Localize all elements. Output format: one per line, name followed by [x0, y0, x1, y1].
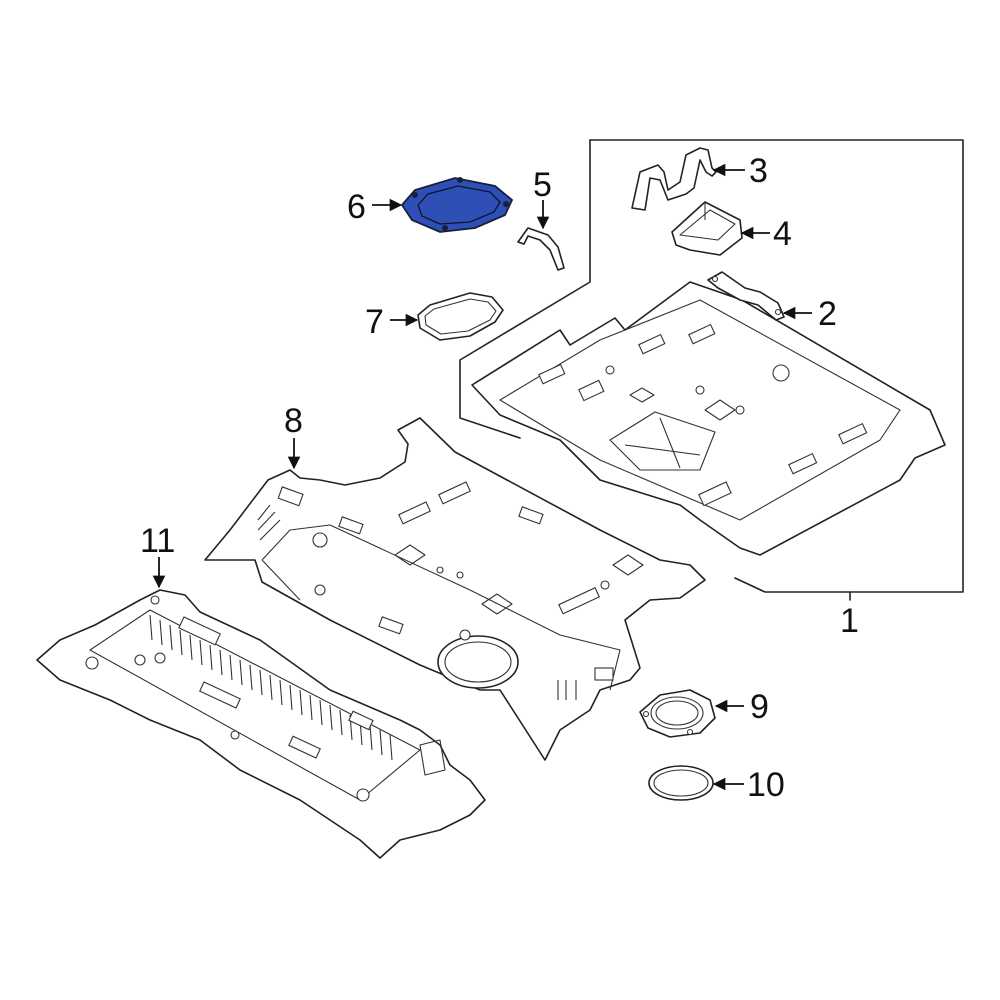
callout-7: 7	[365, 303, 384, 341]
callout-3: 3	[749, 152, 768, 190]
leader-lines	[152, 163, 812, 791]
part-1-group-frame	[459, 139, 964, 601]
part-5-bracket[interactable]	[517, 227, 565, 271]
callout-6: 6	[347, 188, 366, 226]
callout-9: 9	[750, 688, 769, 726]
part-6-cover-highlighted[interactable]	[400, 177, 514, 233]
callout-10: 10	[747, 766, 785, 804]
callout-2: 2	[818, 295, 837, 333]
part-11-front-floor-pan[interactable]	[36, 589, 486, 859]
callout-11: 11	[140, 522, 175, 560]
part-9-mount-ring[interactable]	[639, 689, 716, 738]
part-4-bracket[interactable]	[671, 201, 743, 256]
part-1-rear-floor-pan[interactable]	[471, 281, 946, 556]
callout-8: 8	[284, 402, 303, 440]
part-7-gasket[interactable]	[417, 292, 504, 341]
callout-1: 1	[840, 602, 859, 640]
callout-4: 4	[773, 215, 792, 253]
part-3-bracket[interactable]	[631, 147, 717, 211]
callout-5: 5	[533, 166, 552, 204]
part-8-center-floor-pan[interactable]	[204, 417, 706, 761]
part-10-ring-seal[interactable]	[648, 765, 714, 801]
callout-labels: 1 2 3 4 5 6 7 8 9 10 11	[140, 152, 859, 804]
